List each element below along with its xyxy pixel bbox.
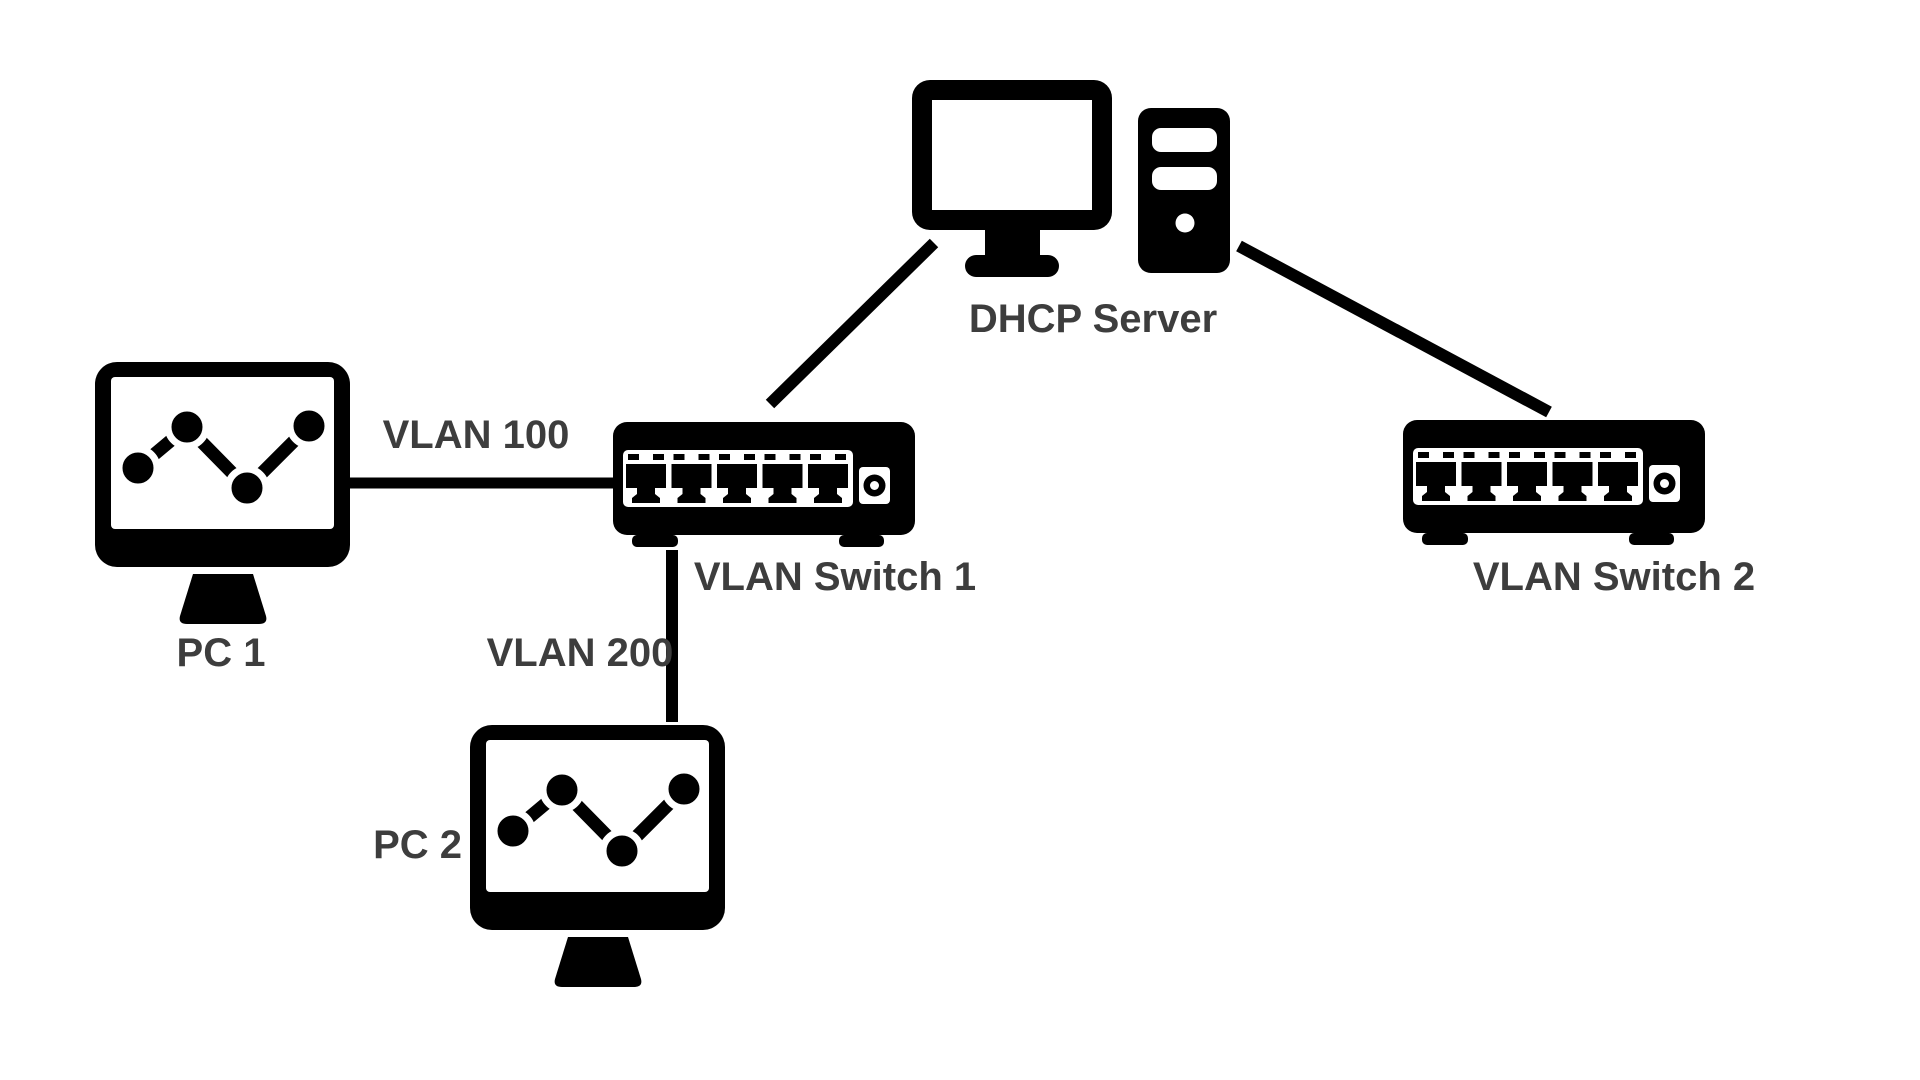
label-pc2: PC 2 — [373, 823, 462, 867]
label-link-vlan-100: VLAN 100 — [382, 413, 570, 457]
label-vlan-switch-2: VLAN Switch 2 — [1472, 555, 1756, 599]
link-switch1-dhcp — [765, 238, 939, 409]
node-vlan-switch-2 — [1403, 420, 1705, 555]
label-link-vlan-200: VLAN 200 — [486, 631, 674, 675]
server-tower-icon — [1138, 108, 1230, 273]
label-vlan-switch-1: VLAN Switch 1 — [693, 555, 977, 599]
workstation-chart-monitor-icon — [95, 362, 353, 628]
label-dhcp-server: DHCP Server — [968, 297, 1218, 341]
workstation-chart-monitor-icon — [470, 725, 728, 991]
ethernet-switch-icon — [613, 422, 915, 557]
node-pc1 — [95, 362, 353, 628]
node-dhcp-server — [912, 80, 1252, 278]
link-dhcp-switch2 — [1236, 240, 1552, 418]
node-vlan-switch-1 — [613, 422, 915, 557]
label-pc1: PC 1 — [176, 631, 266, 675]
server-monitor-tower-icon — [912, 80, 1230, 277]
node-pc2 — [470, 725, 728, 991]
ethernet-switch-icon — [1403, 420, 1705, 555]
